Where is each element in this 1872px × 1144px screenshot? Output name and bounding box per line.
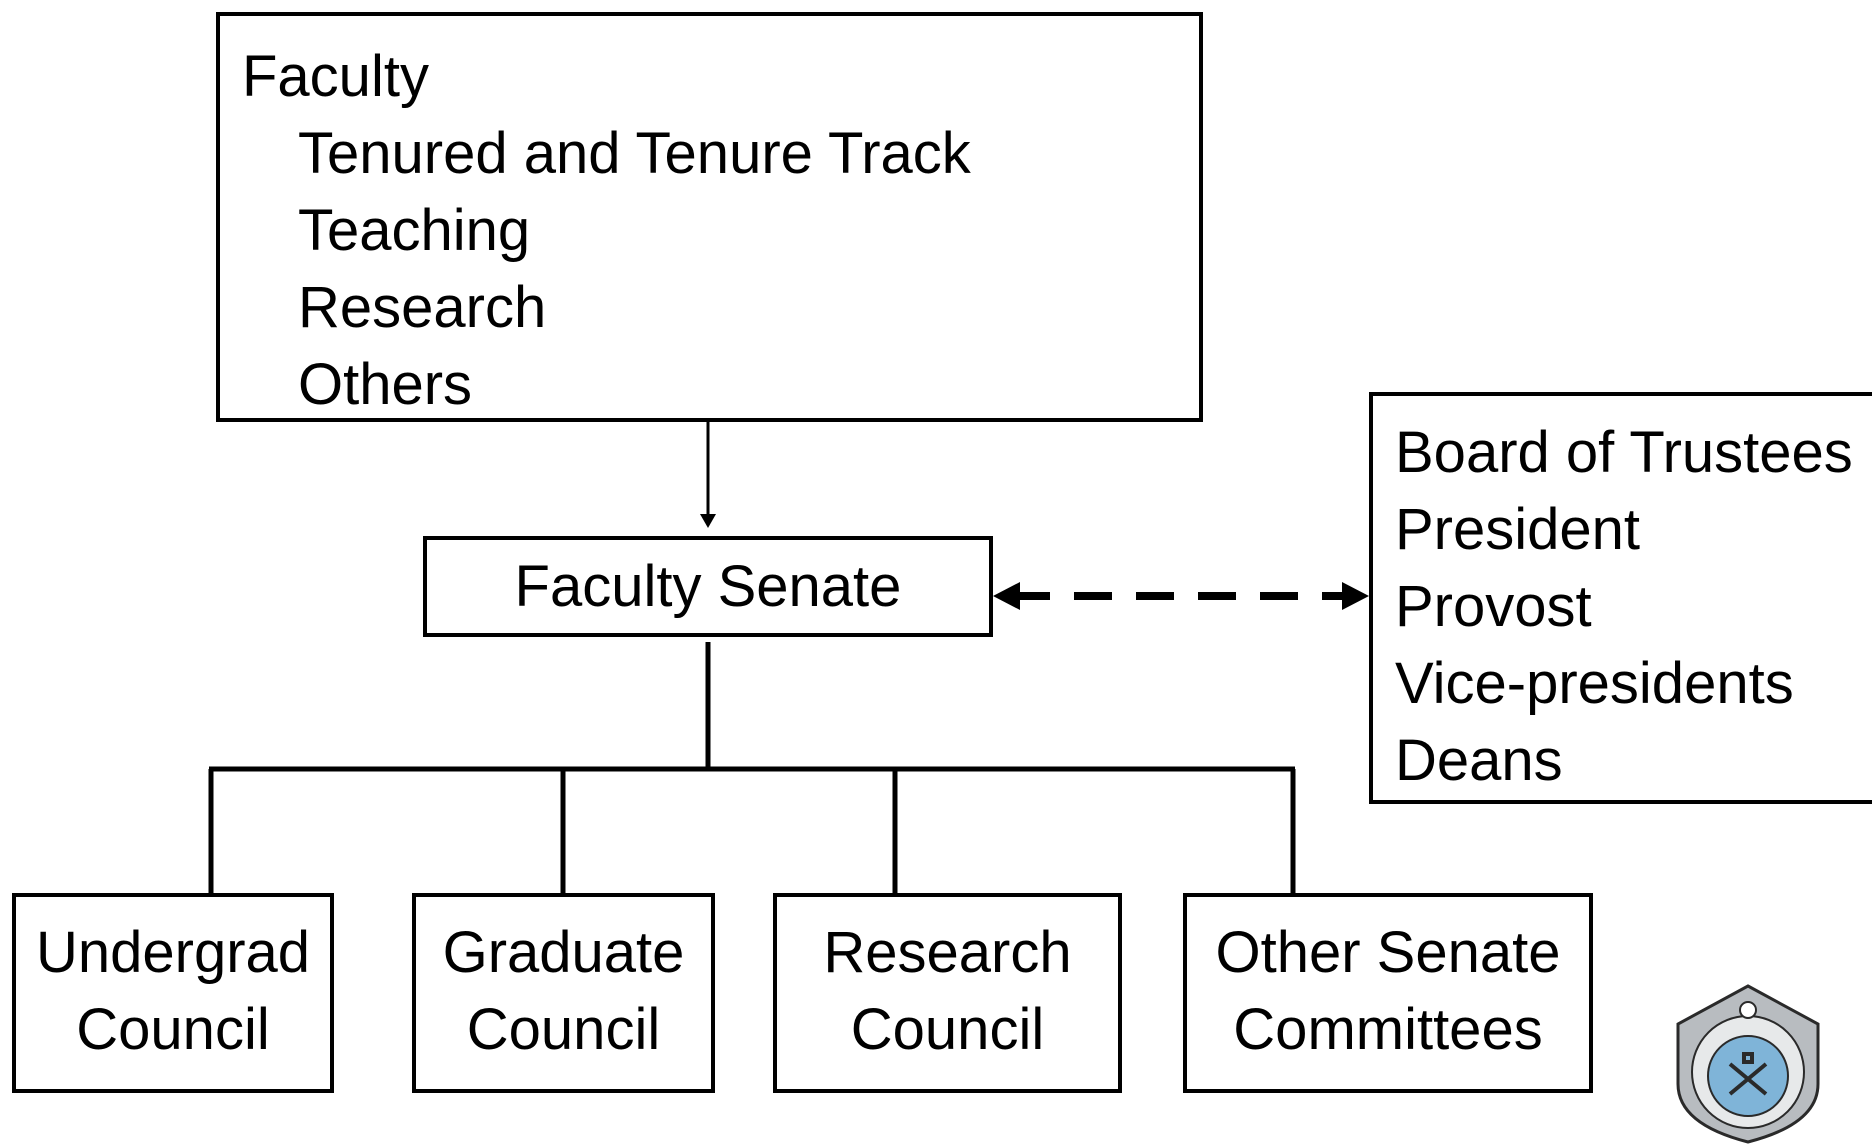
research-council-box: Research Council bbox=[773, 893, 1122, 1093]
graduate-council-box: Graduate Council bbox=[412, 893, 715, 1093]
faculty-senate-box: Faculty Senate bbox=[423, 536, 993, 637]
seal-field bbox=[1707, 1035, 1789, 1117]
faculty-title: Faculty bbox=[242, 44, 429, 109]
admin-item-board: Board of Trustees bbox=[1395, 420, 1853, 485]
faculty-type-others: Others bbox=[298, 352, 473, 417]
administration-box: Board of Trustees President Provost Vice… bbox=[1369, 392, 1872, 804]
connector-lines bbox=[208, 422, 1369, 893]
senate-arrowhead-left bbox=[993, 582, 1020, 610]
admin-item-deans: Deans bbox=[1395, 728, 1563, 793]
faculty-type-tenured: Tenured and Tenure Track bbox=[298, 121, 971, 186]
council-label-line2: Council bbox=[466, 997, 661, 1062]
council-label-line1: Other Senate bbox=[1215, 920, 1561, 985]
faculty-type-research: Research bbox=[298, 275, 547, 340]
admin-item-president: President bbox=[1395, 497, 1641, 562]
faculty-box: Faculty Tenured and Tenure Track Teachin… bbox=[216, 12, 1203, 422]
admin-arrowhead-right bbox=[1342, 582, 1369, 610]
council-label-line2: Council bbox=[850, 997, 1045, 1062]
council-label-line1: Undergrad bbox=[35, 920, 311, 985]
undergrad-council-box: Undergrad Council bbox=[12, 893, 334, 1093]
faculty-type-teaching: Teaching bbox=[298, 198, 531, 263]
faculty-senate-label: Faculty Senate bbox=[514, 554, 902, 619]
council-label-line2: Committees bbox=[1233, 997, 1543, 1062]
other-senate-committees-box: Other Senate Committees bbox=[1183, 893, 1593, 1093]
school-seal-logo bbox=[1676, 984, 1820, 1144]
council-label-line1: Research bbox=[823, 920, 1072, 985]
admin-item-provost: Provost bbox=[1395, 574, 1592, 639]
council-label-line1: Graduate bbox=[442, 920, 685, 985]
seal-top-knob bbox=[1739, 1001, 1757, 1019]
admin-item-vice-presidents: Vice-presidents bbox=[1395, 651, 1794, 716]
faculty-to-senate-arrowhead bbox=[700, 514, 716, 528]
council-label-line2: Council bbox=[76, 997, 270, 1062]
